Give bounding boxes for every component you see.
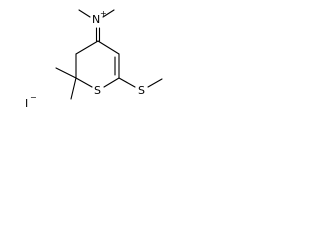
bond-c2-methyl-b xyxy=(70,77,77,100)
bond-c4-c3 xyxy=(75,40,99,55)
iodide-label: I xyxy=(25,97,28,110)
bond-c5-c4 xyxy=(97,40,120,55)
bond-c2-s1 xyxy=(75,77,93,88)
nitrogen-charge: + xyxy=(100,9,107,18)
bond-s1-c6 xyxy=(103,77,120,88)
bond-c6-s-ext xyxy=(118,77,136,88)
bond-s-ext-methyl xyxy=(147,78,163,88)
molecule-structure: N + S S I − xyxy=(25,9,163,110)
thioether-sulfur-label: S xyxy=(138,84,145,97)
bond-c2-methyl-a xyxy=(55,67,77,79)
ring-sulfur-label: S xyxy=(94,84,101,97)
bond-n-methyl-left xyxy=(78,9,91,18)
bond-n-methyl-right xyxy=(102,9,115,18)
nitrogen-label: N xyxy=(92,13,100,26)
iodide-charge: − xyxy=(30,93,37,102)
